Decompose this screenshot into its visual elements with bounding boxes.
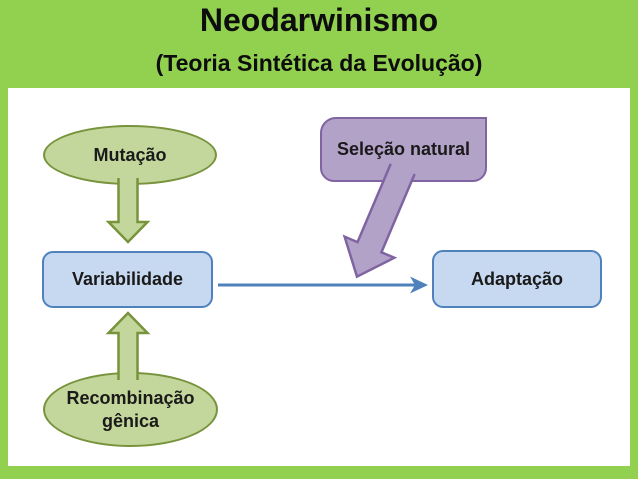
slide-subtitle: (Teoria Sintética da Evolução) — [155, 50, 483, 76]
mutation-down-arrow-icon — [105, 178, 151, 244]
diagram-panel: Mutação Seleção natural Variabilidade Ad… — [8, 88, 630, 466]
node-variabilidade: Variabilidade — [42, 251, 213, 308]
node-selecao-natural: Seleção natural — [320, 117, 487, 182]
recombination-up-arrow-icon — [105, 311, 151, 380]
node-mutacao: Mutação — [43, 125, 217, 185]
slide-title: Neodarwinismo — [199, 2, 439, 38]
node-recombinacao-genica: Recombinação gênica — [43, 372, 218, 447]
node-adaptacao: Adaptação — [432, 250, 602, 308]
variability-adaptation-arrowhead-icon — [410, 276, 428, 294]
